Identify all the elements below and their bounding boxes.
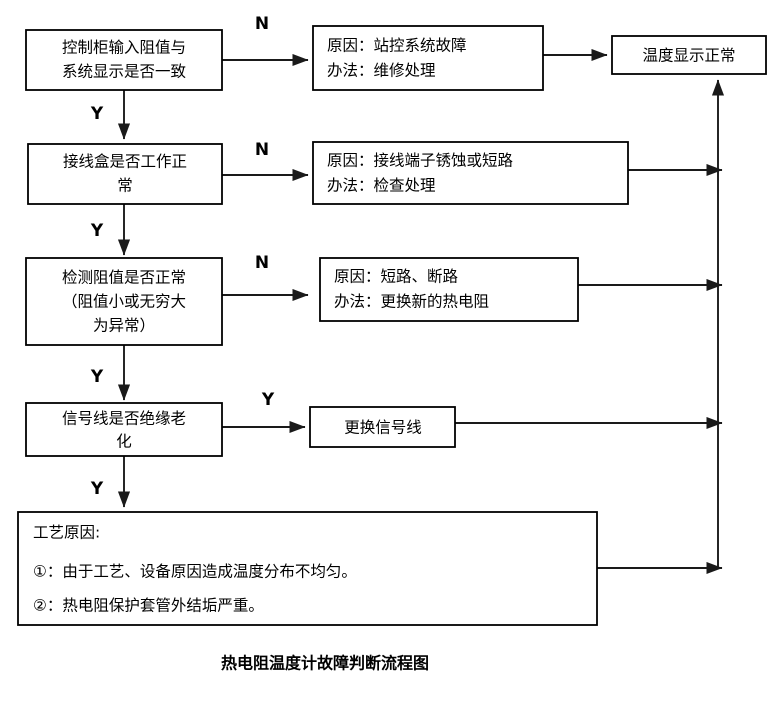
decision-1-line-2: 系统显示是否一致 xyxy=(62,63,187,81)
cause-box-1[interactable]: 原因：站控系统故障 办法：维修处理 xyxy=(312,25,544,91)
process-box-line-2: ①：由于工艺、设备原因造成温度分布不均匀。 xyxy=(33,563,357,581)
branch-label-d3-no: N xyxy=(255,253,269,273)
page-title: 热电阻温度计故障判断流程图 xyxy=(221,654,429,673)
branch-label-d4-yes: Y xyxy=(261,390,275,410)
branch-label-d4-down: Y xyxy=(90,479,104,499)
decision-box-1[interactable]: 控制柜输入阻值与 系统显示是否一致 xyxy=(25,29,223,91)
decision-2-line-1: 接线盒是否工作正 xyxy=(63,153,187,171)
decision-3-line-1: 检测阻值是否正常 xyxy=(62,269,186,287)
action-box-label: 更换信号线 xyxy=(344,419,422,437)
decision-box-2[interactable]: 接线盒是否工作正 常 xyxy=(27,143,223,205)
branch-label-d3-yes: Y xyxy=(90,367,104,387)
cause-box-3[interactable]: 原因：短路、断路 办法：更换新的热电阻 xyxy=(319,257,579,322)
process-causes-box[interactable]: 工艺原因: ①：由于工艺、设备原因造成温度分布不均匀。 ②：热电阻保护套管外结垢… xyxy=(17,511,598,626)
decision-1-line-1: 控制柜输入阻值与 xyxy=(62,39,186,57)
action-box-replace-signal-line[interactable]: 更换信号线 xyxy=(309,406,456,448)
process-box-line-3: ②：热电阻保护套管外结垢严重。 xyxy=(33,597,264,615)
cause-2-line-2: 办法：检查处理 xyxy=(327,177,436,195)
cause-1-line-2: 办法：维修处理 xyxy=(327,62,436,80)
branch-label-d2-yes: Y xyxy=(90,221,104,241)
cause-3-line-1: 原因：短路、断路 xyxy=(334,268,459,286)
cause-2-line-1: 原因：接线端子锈蚀或短路 xyxy=(327,152,514,170)
decision-3-line-2: （阻值小或无穷大 xyxy=(62,293,186,311)
decision-4-line-2: 化 xyxy=(116,433,132,451)
branch-label-d1-no: N xyxy=(255,14,269,34)
cause-1-line-1: 原因：站控系统故障 xyxy=(327,37,467,55)
decision-box-4[interactable]: 信号线是否绝缘老 化 xyxy=(25,402,223,457)
decision-box-3[interactable]: 检测阻值是否正常 （阻值小或无穷大 为异常） xyxy=(25,257,223,346)
result-box[interactable]: 温度显示正常 xyxy=(611,35,767,75)
cause-3-line-2: 办法：更换新的热电阻 xyxy=(334,293,489,311)
decision-4-line-1: 信号线是否绝缘老 xyxy=(62,410,186,428)
decision-2-line-2: 常 xyxy=(117,177,133,195)
cause-box-2[interactable]: 原因：接线端子锈蚀或短路 办法：检查处理 xyxy=(312,141,629,205)
result-box-label: 温度显示正常 xyxy=(642,47,735,65)
decision-3-line-3: 为异常） xyxy=(93,317,155,335)
branch-label-d1-yes: Y xyxy=(90,104,104,124)
branch-label-d2-no: N xyxy=(255,140,269,160)
process-box-line-1: 工艺原因: xyxy=(33,524,100,542)
